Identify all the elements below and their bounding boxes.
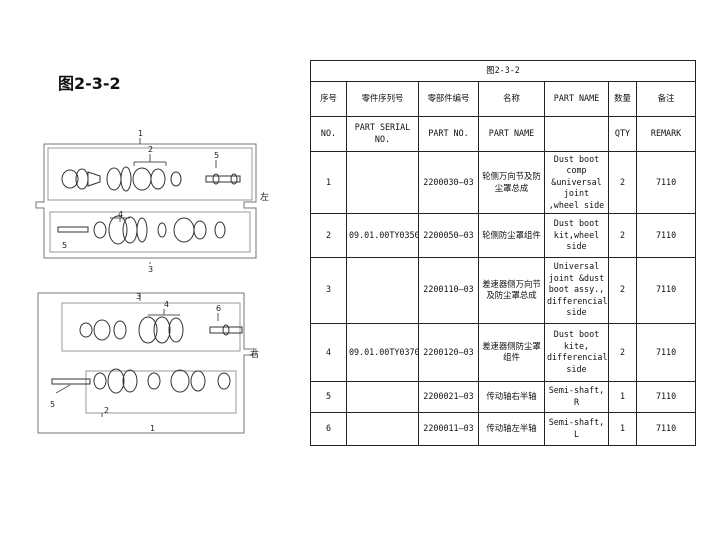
- table-row: 1 2200030—03 轮侧万向节及防尘罩总成 Dust boot comp …: [310, 151, 697, 215]
- cell-name-cn: 轮侧防尘罩组件: [478, 213, 545, 258]
- side-label-left: 左: [260, 191, 269, 203]
- cell-qty: 1: [608, 411, 637, 447]
- cell-part-name: Universal joint &dust boot assy., differ…: [544, 256, 609, 324]
- callout-1: 1: [150, 424, 155, 433]
- cell-qty: 2: [608, 322, 637, 382]
- cell-name-cn: 传动轴右半轴: [478, 380, 545, 413]
- cell-qty: 2: [608, 256, 637, 324]
- table-title: 图2-3-2: [309, 60, 697, 82]
- cell-part-no: 2200030—03: [418, 151, 479, 215]
- table-row: 5 2200021—03 传动轴右半轴 Semi-shaft, R 1 7110: [310, 380, 697, 413]
- cell-remark: 7110: [635, 380, 697, 413]
- header-row-en: NO. PART SERIAL NO. PART NO. PART NAME Q…: [310, 115, 697, 153]
- callout-3: 3: [136, 292, 141, 301]
- cell-remark: 7110: [635, 256, 697, 324]
- table-row: 4 09.01.00TY0370 2200120—03 差速器侧防尘罩组件 Du…: [310, 322, 697, 382]
- cell-part-name: Dust boot kit,wheel side: [544, 213, 609, 258]
- lower-joint-assembly: [51, 368, 231, 394]
- upper-joint-assembly: [61, 166, 241, 192]
- header-remark-cn: 备注: [635, 80, 697, 117]
- cell-name-cn: 传动轴左半轴: [478, 411, 545, 447]
- cell-part-name: Semi-shaft, R: [544, 380, 609, 413]
- table-row: 3 2200110—03 差速器侧万向节及防尘罩总成 Universal joi…: [310, 256, 697, 324]
- side-label-right: 右: [250, 348, 259, 360]
- cell-part-no: 2200011—03: [418, 411, 479, 447]
- cell-part-no: 2200120—03: [418, 322, 479, 382]
- outline-frame: [35, 143, 257, 259]
- exploded-diagram-left-shaft: 1 2 3 4 5 5 左: [35, 129, 269, 274]
- header-name-en: PART NAME: [478, 115, 545, 153]
- cell-no: 1: [310, 151, 347, 215]
- upper-joint-assembly: [79, 316, 243, 344]
- header-remark-en: REMARK: [635, 115, 697, 153]
- outline-frame: [37, 292, 257, 434]
- cell-remark: 7110: [635, 411, 697, 447]
- callout-3: 3: [148, 265, 153, 274]
- callout-5: 5: [50, 400, 55, 409]
- cell-qty: 2: [608, 151, 637, 215]
- parts-table: 图2-3-2 序号 零件序列号 零部件编号 名称 PART NAME 数量 备注…: [309, 60, 697, 447]
- cell-part-no: 2200050—03: [418, 213, 479, 258]
- callout-1: 1: [138, 129, 143, 138]
- cell-no: 4: [310, 322, 347, 382]
- cell-qty: 2: [608, 213, 637, 258]
- callout-2: 2: [148, 145, 153, 154]
- cell-part-name: Dust boot comp &universal joint ,wheel s…: [544, 151, 609, 215]
- cell-no: 6: [310, 411, 347, 447]
- figure-label: 图2-3-2: [58, 74, 121, 93]
- table-row: 6 2200011—03 传动轴左半轴 Semi-shaft, L 1 7110: [310, 411, 697, 447]
- header-index-cn: 序号: [310, 80, 347, 117]
- cell-remark: 7110: [635, 322, 697, 382]
- exploded-diagram-right-shaft: 3 4 6 5 2 1 右: [37, 292, 259, 434]
- cell-no: 3: [310, 256, 347, 324]
- header-index-en: NO.: [310, 115, 347, 153]
- cell-serial: [346, 380, 419, 413]
- callout-5a: 5: [214, 151, 219, 160]
- header-partname-en-blank: [544, 115, 609, 153]
- cell-serial: [346, 411, 419, 447]
- cell-serial: 09.01.00TY0370: [346, 322, 419, 382]
- cell-part-name: Dust boot kite, differencial side: [544, 322, 609, 382]
- cell-serial: 09.01.00TY0350: [346, 213, 419, 258]
- header-serial-cn: 零件序列号: [346, 80, 419, 117]
- callout-2: 2: [104, 406, 109, 415]
- lower-box: [49, 211, 251, 253]
- cell-part-no: 2200110—03: [418, 256, 479, 324]
- cell-serial: [346, 256, 419, 324]
- callout-6: 6: [216, 304, 221, 313]
- cell-name-cn: 差速器侧万向节及防尘罩总成: [478, 256, 545, 324]
- lower-joint-assembly: [57, 215, 226, 245]
- cell-remark: 7110: [635, 213, 697, 258]
- cell-qty: 1: [608, 380, 637, 413]
- cell-no: 5: [310, 380, 347, 413]
- callout-5b: 5: [62, 241, 67, 250]
- callout-4: 4: [164, 300, 169, 309]
- header-partno-en: PART NO.: [418, 115, 479, 153]
- upper-box: [47, 147, 253, 201]
- header-qty-en: QTY: [608, 115, 637, 153]
- header-serial-en: PART SERIAL NO.: [346, 115, 419, 153]
- header-qty-cn: 数量: [608, 80, 637, 117]
- cell-no: 2: [310, 213, 347, 258]
- header-partname: PART NAME: [544, 80, 609, 117]
- cell-name-cn: 轮侧万向节及防尘罩总成: [478, 151, 545, 215]
- cell-part-no: 2200021—03: [418, 380, 479, 413]
- cell-name-cn: 差速器侧防尘罩组件: [478, 322, 545, 382]
- table-row: 2 09.01.00TY0350 2200050—03 轮侧防尘罩组件 Dust…: [310, 213, 697, 258]
- cell-remark: 7110: [635, 151, 697, 215]
- upper-box: [61, 302, 241, 352]
- header-partno-cn: 零部件编号: [418, 80, 479, 117]
- lower-box: [85, 370, 237, 414]
- cell-part-name: Semi-shaft, L: [544, 411, 609, 447]
- header-name-cn: 名称: [478, 80, 545, 117]
- cell-serial: [346, 151, 419, 215]
- callout-4: 4: [118, 210, 123, 219]
- header-row-cn: 序号 零件序列号 零部件编号 名称 PART NAME 数量 备注: [310, 80, 697, 117]
